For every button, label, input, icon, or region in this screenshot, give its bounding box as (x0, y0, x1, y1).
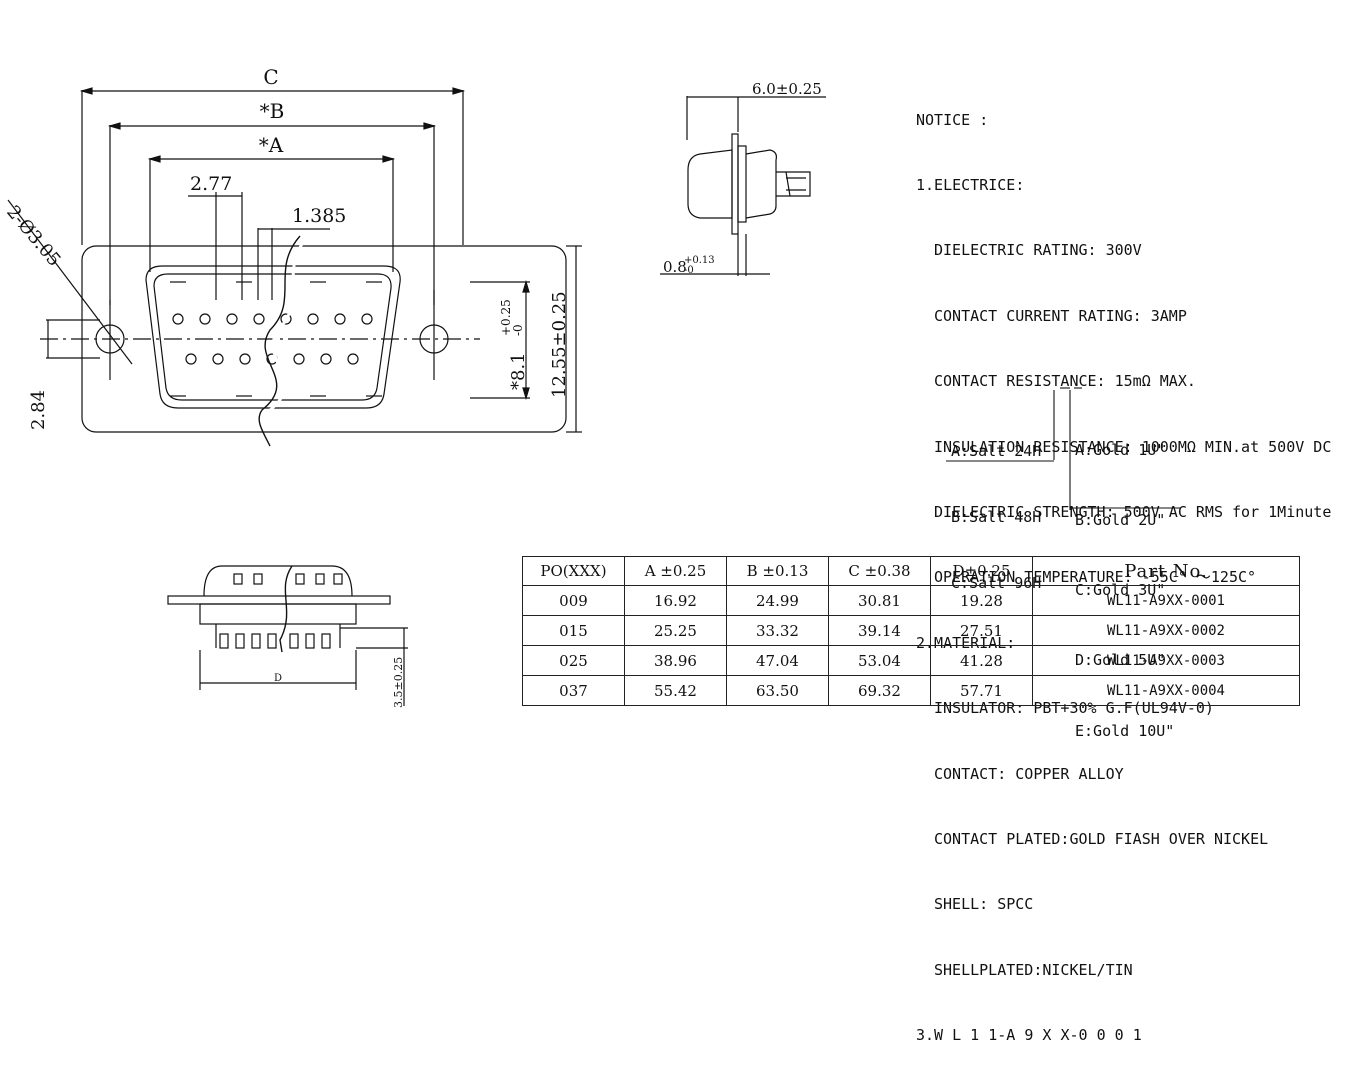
cell-d: 57.71 (930, 675, 1033, 706)
salt-option: B:Salt 48H (951, 508, 1042, 526)
cell-c: 53.04 (828, 645, 931, 676)
header-a: A ±0.25 (624, 556, 727, 586)
section-electrice-title: 1.ELECTRICE: (916, 175, 1025, 194)
dim-08-tol-plus: +0.13 (684, 255, 715, 266)
gold-option: B:Gold 2U" (1075, 511, 1166, 530)
cell-part-no: WL11-A9XX-0004 (1032, 675, 1300, 706)
notice-title: NOTICE : (916, 110, 989, 129)
cell-b: 24.99 (726, 585, 829, 616)
dim-1385-label: 1.385 (292, 205, 346, 227)
dim-08-label: 0.8 (663, 258, 687, 276)
header-b: B ±0.13 (726, 556, 829, 586)
dim-1255-label: 12.55±0.25 (549, 291, 570, 398)
front-view-drawing: C *B *A 2.77 1.385 2-Ø3.05 2.84 *8.1 +0.… (2, 65, 582, 447)
cell-a: 55.42 (624, 675, 727, 706)
cell-b: 33.32 (726, 615, 829, 646)
cell-c: 39.14 (828, 615, 931, 646)
dim-81-label: *8.1 (508, 352, 529, 390)
side-view-drawing: 6.0±0.25 0.8 +0.13 -0 (660, 80, 826, 276)
table-row: 015 25.25 33.32 39.14 27.51 WL11-A9XX-00… (522, 615, 1300, 646)
cell-po: 037 (522, 675, 625, 706)
cell-a: 16.92 (624, 585, 727, 616)
table-header-row: PO(XXX) A ±0.25 B ±0.13 C ±0.38 D±0.25 P… (522, 556, 1300, 586)
table-row: 037 55.42 63.50 69.32 57.71 WL11-A9XX-00… (522, 675, 1300, 706)
dim-35-label: 3.5±0.25 (392, 657, 405, 708)
dim-277-label: 2.77 (190, 173, 232, 195)
parts-table: PO(XXX) A ±0.25 B ±0.13 C ±0.38 D±0.25 P… (522, 556, 1300, 706)
table-row: 009 16.92 24.99 30.81 19.28 WL11-A9XX-00… (522, 585, 1300, 616)
electrice-item: DIELECTRIC RATING: 300V (934, 241, 1142, 260)
header-d: D±0.25 (930, 556, 1033, 586)
cell-a: 38.96 (624, 645, 727, 676)
cell-po: 009 (522, 585, 625, 616)
material-item: CONTACT: COPPER ALLOY (934, 764, 1124, 783)
dim-81-tol-plus: +0.25 (499, 299, 513, 336)
dim-08-tol-minus: -0 (684, 265, 694, 276)
cell-d: 19.28 (930, 585, 1033, 616)
material-item: CONTACT PLATED:GOLD FIASH OVER NICKEL (934, 829, 1269, 848)
header-po: PO(XXX) (522, 556, 625, 586)
option-bracket-lines (946, 387, 1180, 510)
cell-part-no: WL11-A9XX-0002 (1032, 615, 1300, 646)
dim-a-label: *A (259, 133, 284, 157)
cell-part-no: WL11-A9XX-0001 (1032, 585, 1300, 616)
dim-hole-label: 2-Ø3.05 (2, 202, 65, 271)
dim-284-label: 2.84 (28, 390, 49, 430)
cell-part-no: WL11-A9XX-0003 (1032, 645, 1300, 676)
dim-d-label: D (274, 673, 282, 684)
gold-option: E:Gold 10U" (1075, 721, 1175, 740)
cell-d: 27.51 (930, 615, 1033, 646)
material-item: SHELL: SPCC (934, 895, 1034, 914)
electrice-item: CONTACT RESISTANCE: 15mΩ MAX. (934, 372, 1196, 391)
cell-po: 025 (522, 645, 625, 676)
header-part-no: Part No. (1032, 556, 1300, 586)
cell-c: 69.32 (828, 675, 931, 706)
dim-b-label: *B (260, 99, 285, 123)
cell-d: 41.28 (930, 645, 1033, 676)
material-item: SHELLPLATED:NICKEL/TIN (934, 960, 1133, 979)
salt-option: A:Salt 24H (951, 442, 1042, 460)
electrice-item: CONTACT CURRENT RATING: 3AMP (934, 306, 1187, 325)
electrice-item: INSULATION RESISTANCE: 1000MΩ MIN.at 500… (934, 437, 1332, 456)
electrice-item: DIELECTRIC STRENGTH: 500V AC RMS for 1Mi… (934, 502, 1332, 521)
cell-b: 47.04 (726, 645, 829, 676)
cell-b: 63.50 (726, 675, 829, 706)
dim-81-tol-minus: -0 (511, 324, 525, 336)
header-c: C ±0.38 (828, 556, 931, 586)
section-part-code-title: 3.W L 1 1-A 9 X X-0 0 0 1 (916, 1026, 1142, 1045)
cell-a: 25.25 (624, 615, 727, 646)
bottom-view-drawing: D 3.5±0.25 (167, 565, 408, 708)
table-row: 025 38.96 47.04 53.04 41.28 WL11-A9XX-00… (522, 645, 1300, 676)
dim-c-label: C (263, 65, 278, 89)
dim-60-label: 6.0±0.25 (752, 80, 822, 98)
cell-c: 30.81 (828, 585, 931, 616)
gold-option: A:Gold 1U" (1075, 440, 1166, 459)
cell-po: 015 (522, 615, 625, 646)
